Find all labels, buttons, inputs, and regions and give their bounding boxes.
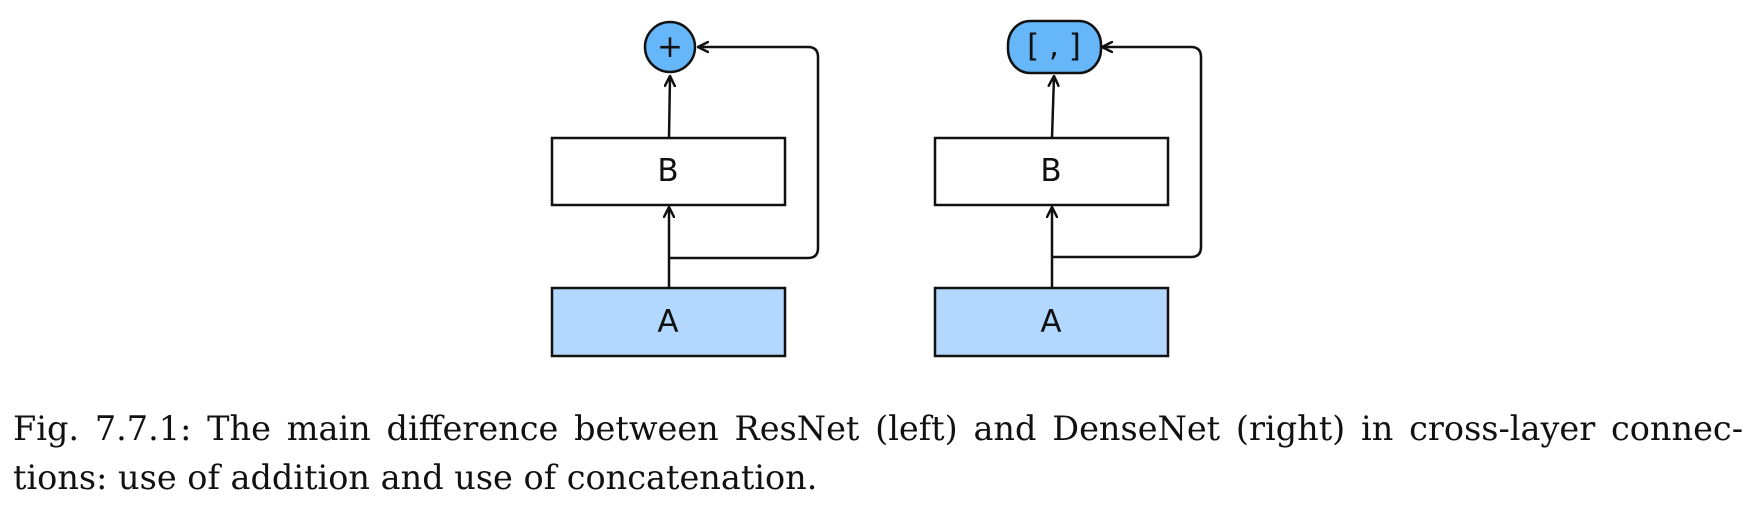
- densenet-dense-connection: [1052, 47, 1203, 259]
- resnet-diagram: A B +: [550, 20, 820, 358]
- figure-caption: Fig. 7.7.1: The main difference between …: [13, 404, 1743, 502]
- concatenation-op-symbol: [ , ]: [1027, 28, 1081, 64]
- concatenation-op: [1006, 19, 1103, 75]
- resnet-block-b: [550, 136, 787, 207]
- resnet-block-a: [550, 286, 787, 358]
- resnet-skip-connection: [669, 47, 820, 260]
- addition-op-symbol: +: [657, 29, 683, 65]
- densenet-block-a-label: A: [1040, 304, 1061, 340]
- densenet-diagram: A B [ , ]: [933, 19, 1203, 358]
- resnet-arrow-b-to-add: [669, 76, 670, 139]
- densenet-block-b-label: B: [1040, 153, 1061, 189]
- figure-caption-text: The main difference between ResNet (left…: [13, 409, 1744, 497]
- densenet-arrow-b-to-concat: [1052, 76, 1054, 139]
- resnet-block-a-label: A: [657, 304, 678, 340]
- figure-label: Fig. 7.7.1:: [13, 409, 192, 448]
- addition-op: [643, 20, 697, 74]
- densenet-block-b: [933, 136, 1170, 207]
- resnet-densenet-diagram: A B + A B: [550, 19, 1203, 358]
- resnet-block-b-label: B: [657, 153, 678, 189]
